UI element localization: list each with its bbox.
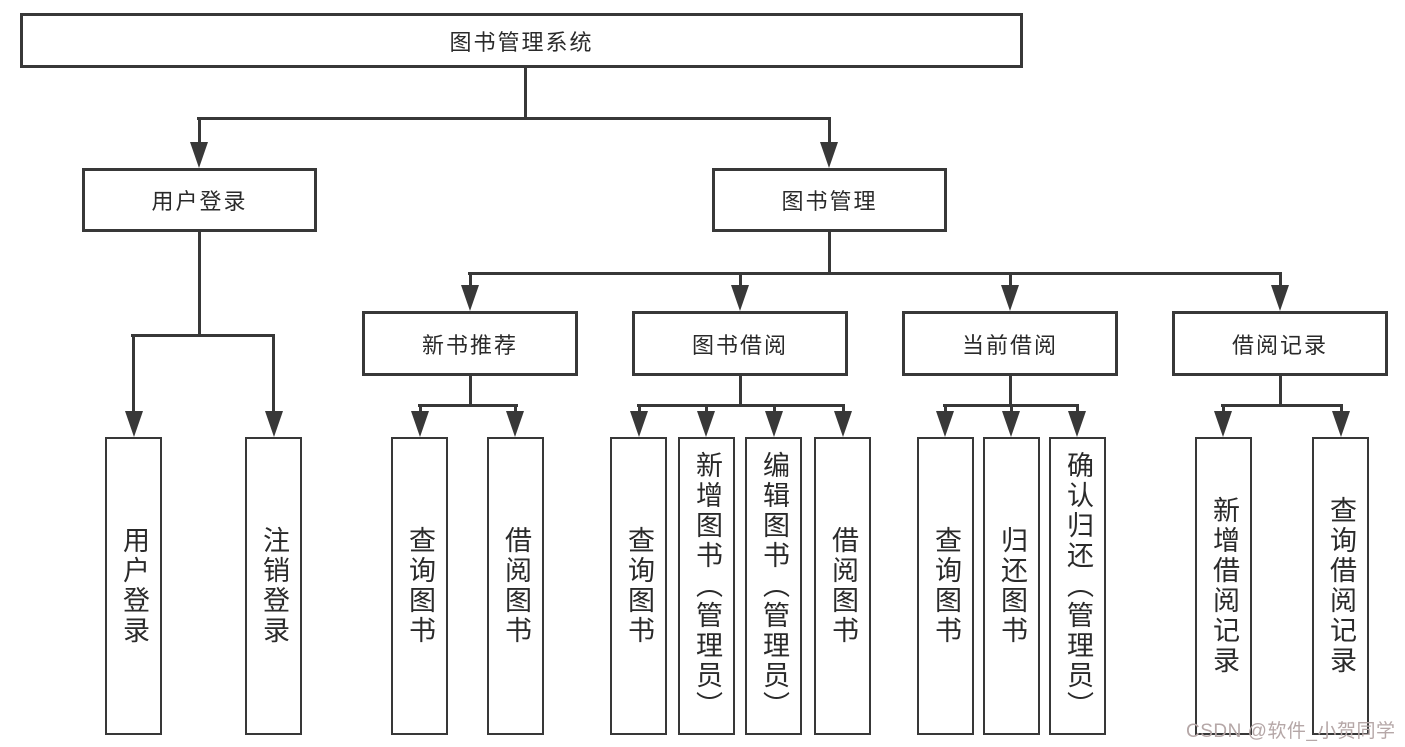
node-library-system: 图书管理系统 [20,13,1023,68]
leaf-user-login-label: 用户登录 [119,526,149,646]
arrowhead-borrowing-records [1271,285,1289,311]
connector-drop-book-management [828,118,831,144]
arrowhead-sec3-leaf3 [1068,411,1086,437]
arrowhead-sec4-leaf2 [1332,411,1350,437]
connector-drop-new-book [469,273,472,287]
arrowhead-sec4-leaf1 [1214,411,1232,437]
leaf-return-books-label: 归还图书 [997,526,1027,646]
arrowhead-sec2-leaf2 [697,411,715,437]
leaf-add-book-admin-label: 新增图书（管理员） [692,451,722,721]
node-book-borrowing-label: 图书借阅 [691,332,788,358]
arrowhead-sec1-leaf2 [506,411,524,437]
connector-bus-sec1 [418,404,518,407]
leaf-edit-book-admin-label: 编辑图书（管理员） [759,451,789,721]
leaf-add-book-admin: 新增图书（管理员） [678,437,735,735]
connector-user-login-drop [198,232,201,335]
connector-root-drop [524,68,527,118]
node-borrowing-records: 借阅记录 [1172,311,1388,376]
connector-drop-sec4-leaf1 [1222,405,1225,413]
node-book-management: 图书管理 [712,168,947,232]
leaf-query-books-2: 查询图书 [610,437,667,735]
connector-drop-sec1-leaf2 [514,405,517,413]
leaf-confirm-return-admin-label: 确认归还（管理员） [1063,451,1093,721]
leaf-confirm-return-admin: 确认归还（管理员） [1049,437,1106,735]
arrowhead-sec2-leaf1 [630,411,648,437]
leaf-edit-book-admin: 编辑图书（管理员） [745,437,802,735]
arrowhead-new-book [461,285,479,311]
connector-drop-sec2-leaf4 [842,405,845,413]
node-book-management-label: 图书管理 [781,189,878,214]
node-library-system-label: 图书管理系统 [449,29,594,55]
connector-bus-level3 [468,272,1282,275]
leaf-query-books-1: 查询图书 [391,437,448,735]
leaf-query-borrow-record-label: 查询借阅记录 [1326,496,1356,676]
csdn-watermark: CSDN @软件_小贺同学 [1186,721,1396,742]
leaf-borrow-books-1: 借阅图书 [487,437,544,735]
leaf-return-books: 归还图书 [983,437,1040,735]
leaf-add-borrow-record-label: 新增借阅记录 [1209,496,1239,676]
leaf-query-books-3-label: 查询图书 [931,526,961,646]
arrowhead-leaf-logout [265,411,283,437]
arrowhead-sec2-leaf4 [834,411,852,437]
connector-drop-sec2-leaf3 [773,405,776,413]
connector-bus-level2 [197,117,831,120]
arrowhead-sec3-leaf1 [936,411,954,437]
node-current-borrowing: 当前借阅 [902,311,1118,376]
arrowhead-sec1-leaf1 [411,411,429,437]
connector-drop-leaf-logout [272,335,275,413]
leaf-borrow-books-2-label: 借阅图书 [828,526,858,646]
arrowhead-sec3-leaf2 [1002,411,1020,437]
connector-drop-sec3-leaf2 [1010,405,1013,413]
connector-drop-borrowing-records [1279,273,1282,287]
connector-sec1-drop [469,376,472,405]
arrowhead-book-management [820,142,838,168]
connector-drop-user-login [198,118,201,144]
connector-drop-current-borrowing [1009,273,1012,287]
node-new-book-recommendation: 新书推荐 [362,311,578,376]
connector-sec2-drop [739,376,742,405]
connector-bus-user-login [131,334,275,337]
node-new-book-recommendation-label: 新书推荐 [421,332,518,358]
connector-drop-sec3-leaf3 [1076,405,1079,413]
arrowhead-leaf-login [125,411,143,437]
arrowhead-current-borrowing [1001,285,1019,311]
node-user-login: 用户登录 [82,168,317,232]
arrowhead-user-login [190,142,208,168]
connector-book-management-drop [828,232,831,273]
leaf-query-borrow-record: 查询借阅记录 [1312,437,1369,735]
connector-drop-sec3-leaf1 [944,405,947,413]
connector-sec3-drop [1009,376,1012,405]
leaf-logout-label: 注销登录 [259,526,289,646]
connector-drop-sec1-leaf1 [419,405,422,413]
arrowhead-book-borrowing [731,285,749,311]
connector-sec4-drop [1279,376,1282,405]
leaf-query-books-2-label: 查询图书 [624,526,654,646]
leaf-logout: 注销登录 [245,437,302,735]
leaf-query-books-1-label: 查询图书 [405,526,435,646]
connector-bus-sec2 [637,404,845,407]
leaf-borrow-books-2: 借阅图书 [814,437,871,735]
leaf-add-borrow-record: 新增借阅记录 [1195,437,1252,735]
connector-bus-sec4 [1221,404,1343,407]
node-book-borrowing: 图书借阅 [632,311,848,376]
node-current-borrowing-label: 当前借阅 [961,332,1058,358]
connector-drop-book-borrowing [739,273,742,287]
connector-drop-sec4-leaf2 [1340,405,1343,413]
leaf-borrow-books-1-label: 借阅图书 [501,526,531,646]
node-borrowing-records-label: 借阅记录 [1231,332,1328,358]
leaf-user-login: 用户登录 [105,437,162,735]
node-user-login-label: 用户登录 [151,189,248,214]
arrowhead-sec2-leaf3 [765,411,783,437]
leaf-query-books-3: 查询图书 [917,437,974,735]
connector-drop-sec2-leaf2 [705,405,708,413]
connector-drop-sec2-leaf1 [638,405,641,413]
connector-drop-leaf-login [132,335,135,413]
